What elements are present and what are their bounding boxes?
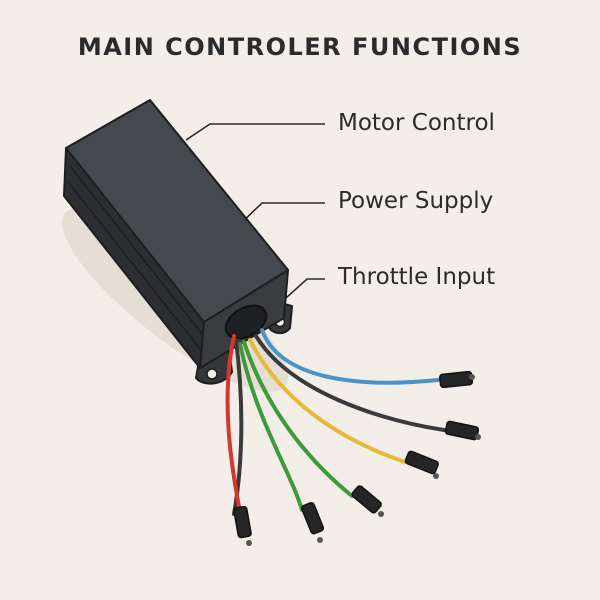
controller-housing — [63, 99, 293, 385]
connector-dark-1 — [444, 420, 480, 441]
page-title: MAIN CONTROLER FUNCTIONS — [77, 33, 523, 61]
connector-green-1 — [351, 485, 382, 514]
callout-motor-control: Motor Control — [338, 110, 495, 136]
wire-dark-1 — [254, 334, 446, 432]
connector-green-2 — [301, 501, 325, 535]
connector-red — [233, 505, 252, 539]
callout-throttle-input: Throttle Input — [338, 264, 496, 290]
callout-power-supply: Power Supply — [338, 188, 494, 214]
wire-red — [225, 334, 242, 514]
wire-green-2 — [238, 342, 304, 512]
cable-grommet — [224, 304, 268, 340]
housing-top-face — [65, 99, 289, 323]
leader-line-throttle — [285, 278, 325, 299]
leader-line-motor — [185, 123, 325, 141]
wires — [225, 328, 446, 516]
connector-blue — [439, 370, 474, 389]
wire-green-1 — [242, 340, 354, 498]
wire-yellow — [248, 338, 407, 464]
mounting-hole — [206, 368, 218, 380]
wire-blue — [260, 328, 440, 385]
connector-yellow — [404, 450, 439, 475]
connectors — [233, 370, 481, 546]
